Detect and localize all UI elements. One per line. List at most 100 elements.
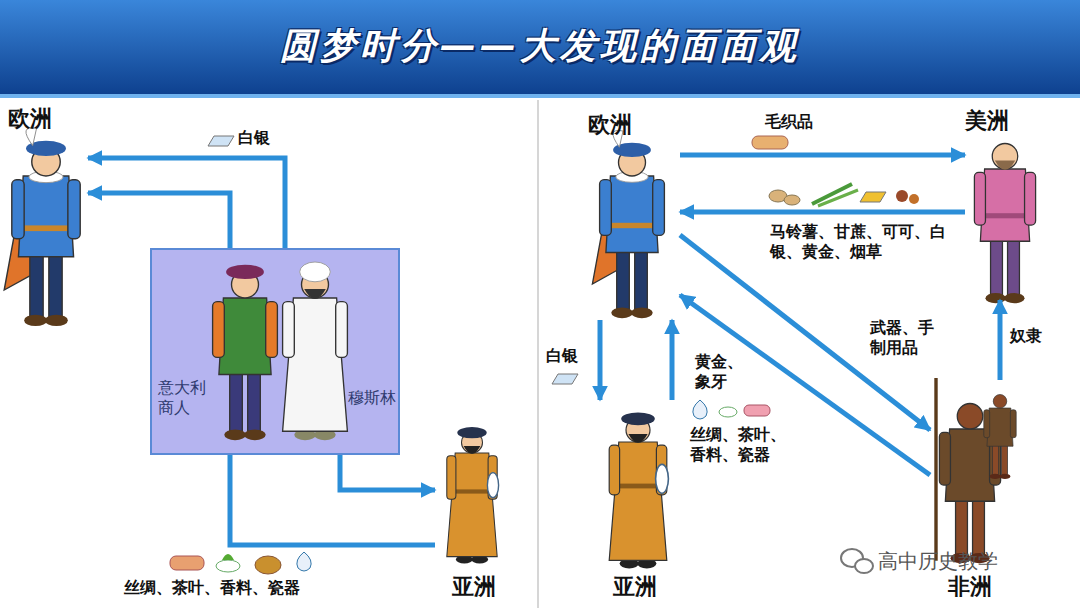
- shoe: [990, 474, 1001, 479]
- region-figure: 欧洲: [8, 106, 88, 334]
- hat: [457, 427, 486, 438]
- region-label: 美洲: [965, 108, 1009, 134]
- porcelain-icon: [693, 400, 707, 419]
- wool-icon: [752, 136, 788, 149]
- trade-arrow: [998, 300, 1003, 380]
- shoe: [224, 429, 246, 440]
- region-figure: 欧洲: [588, 112, 680, 320]
- shoe: [244, 429, 266, 440]
- goods-label: 丝绸、茶叶、香料、瓷器: [124, 578, 300, 598]
- body: [606, 176, 658, 253]
- leg: [49, 250, 62, 317]
- arm: [609, 445, 619, 495]
- tea-icon: [719, 407, 737, 417]
- shoe: [1000, 474, 1011, 479]
- title-bar: [0, 0, 1080, 98]
- gold-icon: [860, 192, 886, 202]
- title: 圆梦时分——大发现的面面观: [0, 22, 1080, 71]
- region-label: 欧洲: [8, 106, 52, 132]
- leg: [973, 495, 985, 555]
- watermark: 高中历史教学: [878, 548, 998, 575]
- region-figure: 美洲: [965, 108, 1050, 300]
- arm: [213, 302, 225, 358]
- region-label: 欧洲: [588, 112, 632, 138]
- leg: [1001, 443, 1007, 475]
- porcelain-icon: [297, 552, 311, 571]
- trade-arrow: [340, 455, 435, 490]
- region-figure: 亚洲: [590, 400, 680, 600]
- goods-label: 白银: [238, 128, 270, 148]
- silk-icon: [170, 556, 204, 570]
- african-figure: [984, 395, 1016, 480]
- arm: [336, 302, 348, 358]
- region-figure: 亚洲: [435, 422, 513, 600]
- leg: [617, 246, 630, 309]
- shoe: [1004, 293, 1024, 303]
- goods-label: 黄金、象牙: [695, 352, 745, 392]
- belt: [454, 489, 490, 493]
- trade-arrow: [230, 455, 435, 545]
- belt: [983, 213, 1027, 218]
- body: [609, 442, 667, 560]
- cocoa-icon: [909, 194, 919, 204]
- hat: [226, 265, 264, 279]
- shoe: [631, 307, 653, 318]
- leg: [635, 246, 648, 309]
- european-figure: [4, 128, 80, 326]
- leg: [992, 443, 998, 475]
- goods-label: 马铃薯、甘蔗、可可、白银、黄金、烟草: [770, 222, 960, 262]
- goods-label: 奴隶: [1010, 326, 1042, 346]
- beard: [628, 434, 647, 443]
- region-label: 亚洲: [613, 574, 657, 600]
- shoe: [45, 315, 68, 326]
- muslim-figure: [283, 262, 348, 440]
- body: [987, 408, 1013, 446]
- goods-label: 白银: [546, 346, 578, 366]
- region-label: 亚洲: [452, 574, 496, 600]
- shoe: [985, 293, 1005, 303]
- plate: [656, 464, 669, 493]
- silver-icon: [208, 136, 234, 146]
- trade-arrow: [598, 320, 603, 400]
- tea-leaf: [222, 554, 234, 560]
- asian-figure: [447, 427, 499, 563]
- body: [219, 298, 271, 375]
- arm: [266, 302, 278, 358]
- goods-label: 丝绸、茶叶、香料、瓷器: [690, 425, 790, 465]
- leg: [230, 368, 243, 431]
- body: [980, 169, 1029, 241]
- arm: [984, 410, 990, 438]
- arm: [447, 456, 456, 499]
- body: [283, 298, 348, 431]
- region-label: 非洲: [948, 574, 992, 600]
- title-bar-stripe: [0, 94, 1080, 98]
- body: [447, 453, 497, 557]
- trader-box-fill: [150, 248, 400, 455]
- arm: [1025, 172, 1036, 225]
- italian-merchant-figure: [213, 265, 278, 441]
- head: [957, 404, 983, 430]
- trade-arrow: [88, 193, 230, 248]
- arm: [974, 172, 985, 225]
- watermark-icon: [855, 559, 873, 573]
- trader-label: 意大利商人: [158, 378, 208, 418]
- shoe: [24, 315, 47, 326]
- leg: [248, 368, 261, 431]
- arm: [283, 302, 295, 358]
- trade-arrow: [88, 158, 285, 248]
- arm: [939, 432, 950, 485]
- asian-figure: [609, 412, 668, 568]
- arm: [653, 180, 665, 236]
- spice-icon: [255, 556, 281, 574]
- spear: [934, 378, 937, 561]
- body: [18, 176, 73, 257]
- head: [993, 395, 1007, 409]
- tea-icon: [216, 560, 240, 572]
- silk-icon: [744, 405, 770, 416]
- trade-arrow: [680, 153, 965, 158]
- african-figure: [936, 378, 1001, 563]
